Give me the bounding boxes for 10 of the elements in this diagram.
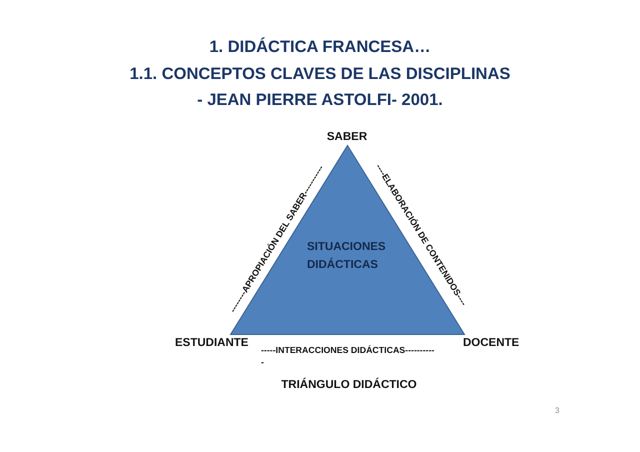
node-text: SITUACIONES DIDÁCTICAS [307,240,387,273]
vertex-label: DOCENTE [463,336,520,350]
subtitle: 1.1. CONCEPTOS CLAVES DE LAS DISCIPLINAS [130,64,510,84]
subtitle: - JEAN PIERRE ASTOLFI- 2001. [197,90,443,111]
page-number: 3 [555,406,560,416]
side-label: -----INTERACCIONES DIDÁCTICAS---------- - [261,344,436,368]
caption: TRIÁNGULO DIDÁCTICO [281,378,417,392]
title: 1. DIDÁCTICA FRANCESA… [209,36,431,58]
vertex-label: SABER [326,130,368,144]
vertex-label: ESTUDIANTE [175,336,248,350]
